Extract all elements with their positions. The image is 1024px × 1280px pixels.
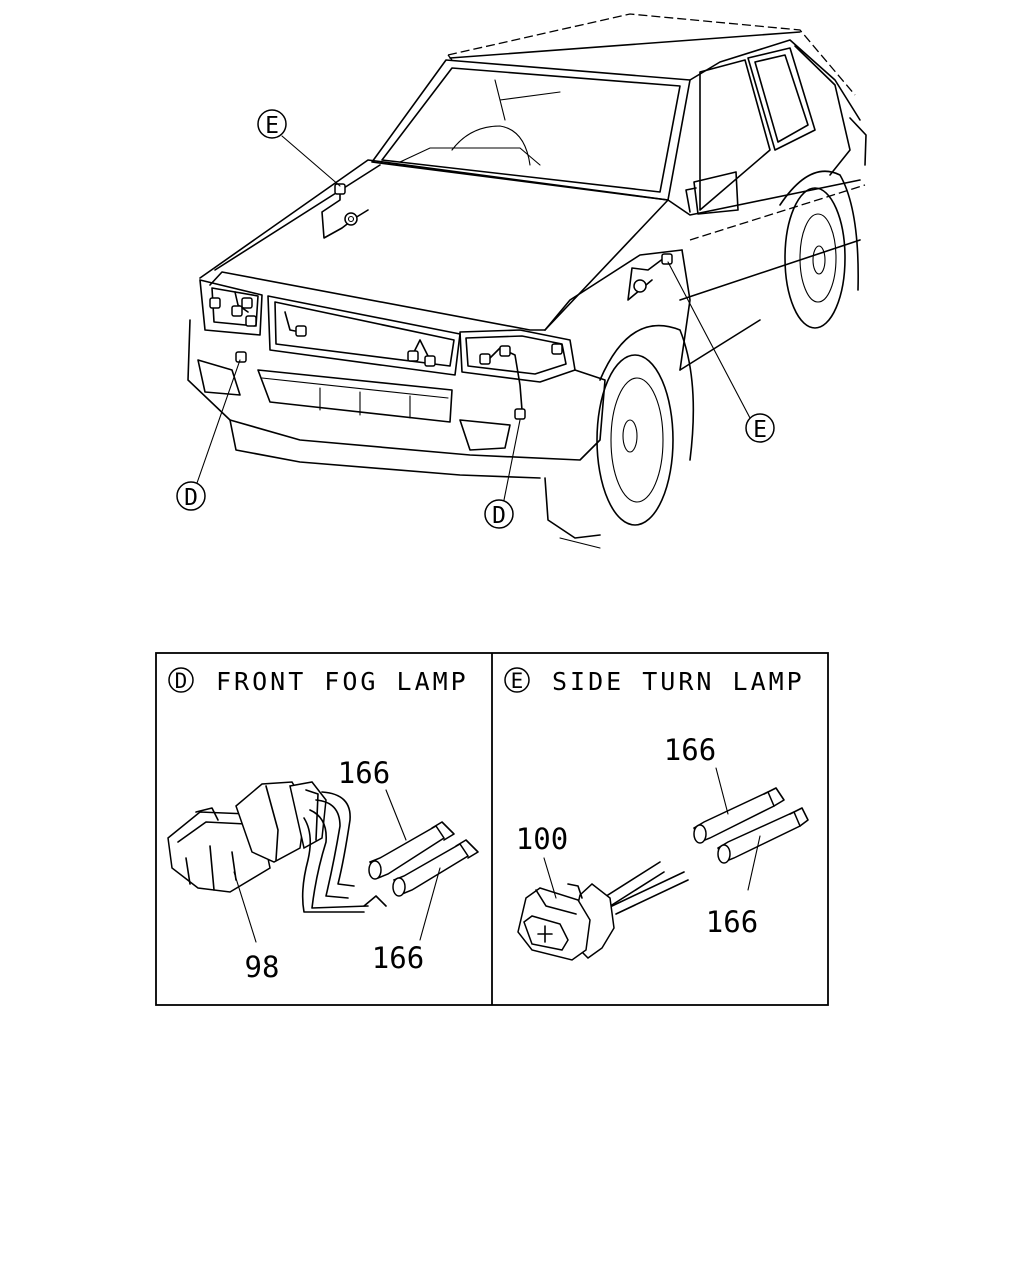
panel-d-leader-166-top bbox=[385, 789, 407, 841]
panel-e-marker-circle bbox=[504, 667, 530, 693]
fog-lamp-connector-drawing bbox=[167, 781, 479, 913]
panel-d-label-98: 98 bbox=[245, 950, 280, 984]
panel-d-title: FRONT FOG LAMP bbox=[216, 667, 469, 696]
panel-side-turn-lamp: E SIDE TURN LAMP 166 100 166 bbox=[504, 667, 809, 961]
callout-d-left: D bbox=[176, 481, 206, 511]
svg-text:E: E bbox=[753, 417, 767, 443]
svg-text:D: D bbox=[492, 503, 506, 529]
panel-e-leader-166-top bbox=[715, 767, 729, 815]
svg-text:D: D bbox=[184, 485, 198, 511]
panel-d-marker-circle bbox=[168, 667, 194, 693]
panel-e-leader-166-bottom bbox=[747, 835, 761, 891]
panel-front-fog-lamp: D FRONT FOG LAMP bbox=[167, 667, 479, 984]
panel-d-marker: D bbox=[175, 669, 188, 693]
vehicle-illustration bbox=[187, 13, 867, 549]
callout-e-hood: E bbox=[257, 109, 287, 139]
svg-text:E: E bbox=[265, 113, 279, 139]
panel-d-leader-98 bbox=[233, 871, 257, 943]
vehicle-connector-nubs bbox=[209, 183, 673, 420]
panel-e-label-166-bottom: 166 bbox=[706, 905, 758, 939]
panel-e-marker: E bbox=[511, 669, 524, 693]
callout-e-fender: E bbox=[745, 413, 775, 443]
panel-d-label-166-bottom: 166 bbox=[372, 941, 424, 975]
panel-e-title: SIDE TURN LAMP bbox=[552, 667, 805, 696]
panel-d-leader-166-bottom bbox=[419, 867, 441, 941]
panel-e-label-166-top: 166 bbox=[664, 733, 716, 767]
side-turn-lamp-connector-drawing bbox=[517, 787, 809, 961]
panel-e-label-100: 100 bbox=[516, 822, 568, 856]
panel-d-label-166-top: 166 bbox=[338, 756, 390, 790]
callout-d-right: D bbox=[484, 499, 514, 529]
panel-e-leader-100 bbox=[543, 857, 557, 899]
